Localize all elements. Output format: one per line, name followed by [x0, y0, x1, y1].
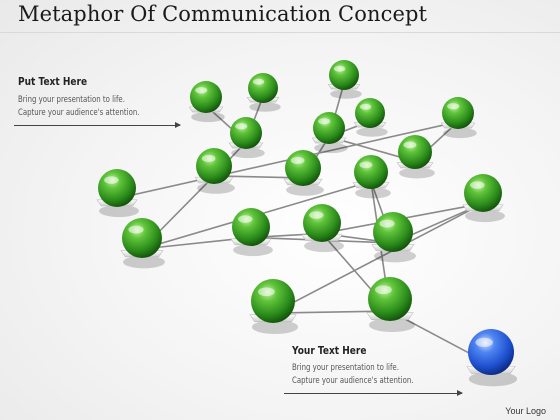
node-shadow: [99, 204, 139, 218]
sphere: [285, 150, 321, 186]
green-sphere-node: [228, 117, 265, 159]
green-sphere-node: [120, 218, 165, 269]
callout-top-arrow: [14, 122, 181, 128]
sphere-highlight: [375, 285, 392, 295]
green-sphere-node: [283, 150, 324, 196]
sphere: [251, 279, 295, 323]
callout-bottom-line-1: Bring your presentation to life.: [292, 363, 399, 373]
callout-top-line-1: Bring your presentation to life.: [18, 95, 125, 105]
green-sphere-node: [353, 98, 388, 137]
green-sphere-node: [327, 60, 362, 99]
callout-bottom-text: Bring your presentation to life. Capture…: [292, 362, 413, 388]
callout-bottom-arrow: [284, 390, 463, 396]
sphere: [98, 169, 136, 207]
logo-placeholder: Your Logo: [505, 406, 546, 416]
node-shadow: [233, 243, 273, 257]
node-shadow: [231, 147, 265, 159]
sphere-highlight: [258, 287, 275, 297]
sphere: [303, 204, 341, 242]
sphere-highlight: [104, 176, 119, 184]
sphere-highlight: [309, 211, 324, 219]
callout-bottom-line-2: Capture your audience's attention.: [292, 376, 414, 386]
green-sphere-node: [249, 279, 299, 335]
sphere-highlight: [403, 141, 417, 149]
sphere: [354, 155, 388, 189]
green-sphere-node: [396, 135, 435, 179]
sphere: [313, 112, 345, 144]
sphere-highlight: [201, 154, 216, 163]
green-sphere-node: [371, 212, 416, 263]
node-shadow: [249, 102, 281, 112]
title-divider: [0, 32, 560, 33]
sphere-highlight: [235, 123, 248, 130]
green-sphere-node: [462, 174, 505, 223]
sphere: [442, 97, 474, 129]
sphere: [248, 73, 278, 103]
sphere-highlight: [359, 103, 372, 110]
sphere: [373, 212, 413, 252]
sphere: [232, 208, 270, 246]
green-sphere-node: [311, 112, 348, 154]
sphere-highlight: [333, 65, 346, 72]
sphere: [190, 81, 222, 113]
sphere-highlight: [252, 78, 265, 85]
sphere-highlight: [447, 103, 460, 110]
node-shadow: [330, 89, 362, 99]
sphere-highlight: [195, 87, 208, 94]
callout-top-heading: Put Text Here: [18, 75, 88, 88]
nodes-layer: [96, 60, 518, 387]
sphere: [398, 135, 432, 169]
node-shadow: [355, 187, 391, 199]
green-sphere-node: [96, 169, 139, 218]
sphere: [329, 60, 359, 90]
sphere: [468, 329, 514, 375]
node-shadow: [197, 182, 235, 194]
sphere: [122, 218, 162, 258]
blue-sphere-node: [466, 329, 518, 387]
node-shadow: [368, 317, 416, 333]
sphere-highlight: [318, 118, 331, 125]
slide-title: Metaphor Of Communication Concept: [18, 2, 428, 26]
node-shadow: [468, 371, 518, 387]
green-sphere-node: [440, 97, 477, 139]
sphere-highlight: [379, 219, 395, 228]
green-sphere-node: [246, 73, 281, 112]
node-shadow: [374, 249, 416, 263]
network-link: [272, 202, 484, 314]
node-shadow: [191, 111, 225, 123]
node-shadow: [251, 319, 299, 335]
sphere-highlight: [359, 161, 373, 169]
sphere: [368, 277, 412, 321]
sphere: [464, 174, 502, 212]
green-sphere-node: [352, 155, 391, 199]
green-sphere-node: [366, 277, 416, 333]
callout-top-line-2: Capture your audience's attention.: [18, 108, 140, 118]
node-shadow: [286, 184, 324, 196]
node-shadow: [443, 127, 477, 139]
sphere: [355, 98, 385, 128]
sphere-highlight: [475, 337, 493, 347]
green-sphere-node: [188, 81, 225, 123]
callout-bottom-heading: Your Text Here: [292, 344, 367, 357]
green-sphere-node: [301, 204, 344, 253]
sphere: [230, 117, 262, 149]
network-link: [272, 310, 391, 314]
callout-top-text: Bring your presentation to life. Capture…: [18, 94, 139, 120]
node-shadow: [465, 209, 505, 223]
sphere-highlight: [470, 181, 485, 189]
sphere-highlight: [238, 215, 253, 223]
green-sphere-node: [230, 208, 273, 257]
node-shadow: [304, 239, 344, 253]
node-shadow: [123, 255, 165, 269]
sphere-highlight: [290, 156, 305, 165]
node-shadow: [356, 127, 388, 137]
node-shadow: [314, 142, 348, 154]
sphere-highlight: [128, 225, 144, 234]
sphere: [196, 148, 232, 184]
node-shadow: [399, 167, 435, 179]
green-sphere-node: [194, 148, 235, 194]
